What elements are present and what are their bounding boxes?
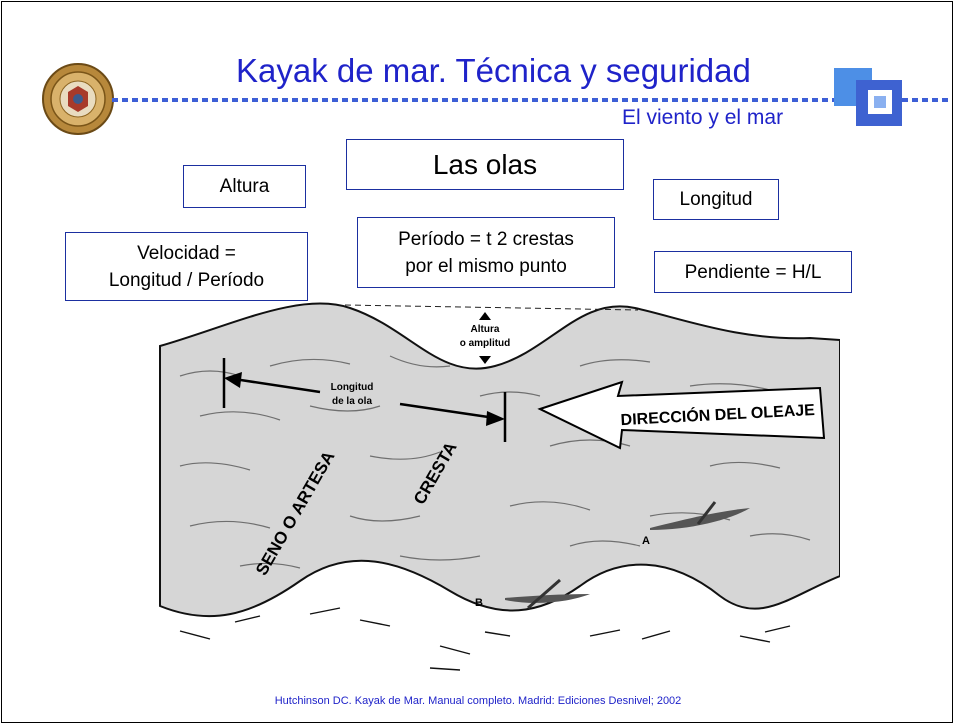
university-seal-logo [42,63,114,135]
title-dotted-rule [112,98,950,102]
longitud-label-2: de la ola [332,396,372,407]
box-las-olas: Las olas [346,139,624,190]
box-altura-label: Altura [219,176,270,197]
longitud-label-1: Longitud [331,382,374,393]
box-periodo: Período = t 2 crestas por el mismo punto [357,217,615,288]
box-velocidad-line1: Velocidad = [137,242,236,264]
slide-subtitle: El viento y el mar [622,106,784,129]
slide-title: Kayak de mar. Técnica y seguridad [236,52,751,89]
wave-diagram: Altura o amplitud Longitud de la ola DIR… [159,302,840,671]
box-pendiente: Pendiente = H/L [654,251,852,293]
box-longitud: Longitud [653,179,779,220]
box-altura: Altura [183,165,306,208]
box-pendiente-label: Pendiente = H/L [684,261,822,283]
kayak-a-icon [650,501,750,530]
box-longitud-label: Longitud [679,189,753,210]
kayak-b-icon [505,578,590,610]
box-velocidad-line2: Longitud / Período [108,269,265,291]
altura-label-1: Altura [471,324,500,335]
decorative-squares-icon [834,68,902,126]
box-las-olas-label: Las olas [432,149,538,180]
kayak-a-label: A [642,535,650,547]
altura-label-2: o amplitud [460,338,511,349]
kayak-b-label: B [475,597,483,609]
box-velocidad: Velocidad = Longitud / Período [65,232,308,301]
box-periodo-line1: Período = t 2 crestas [398,228,574,250]
box-periodo-line2: por el mismo punto [405,255,567,277]
citation-text: Hutchinson DC. Kayak de Mar. Manual comp… [274,695,682,707]
